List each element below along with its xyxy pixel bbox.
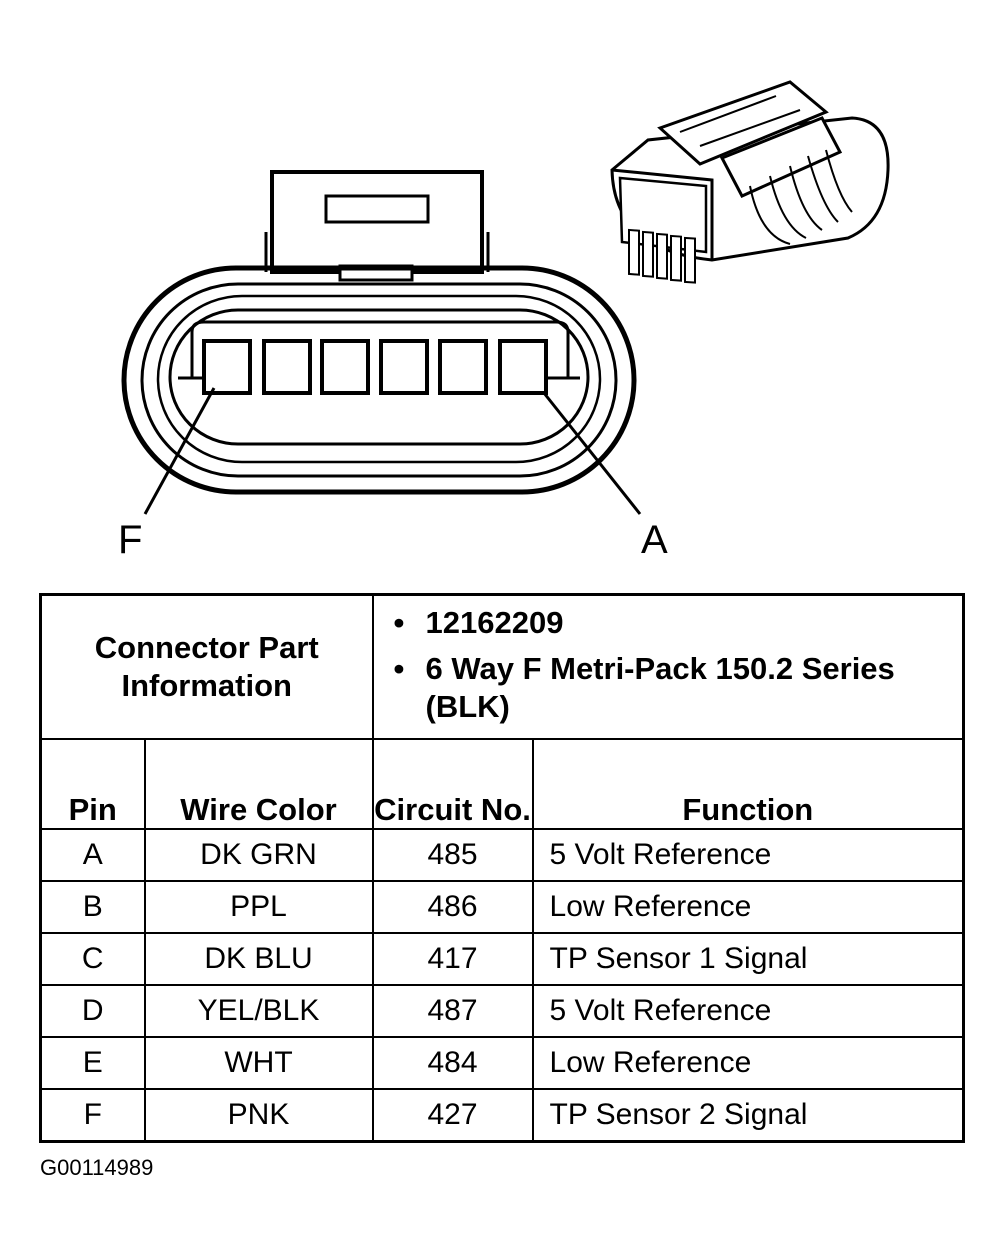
leader-lines xyxy=(143,387,642,515)
pin-callout-f: F xyxy=(118,518,143,562)
cell-pin: A xyxy=(39,828,146,882)
table-row: E WHT 484 Low Reference xyxy=(39,1036,965,1090)
pinout-table: Connector Part Information 12162209 6 Wa… xyxy=(39,593,966,1143)
cell-function: Low Reference xyxy=(531,880,965,934)
cell-circuit-no: 427 xyxy=(371,1088,534,1143)
pin-callout-a: A xyxy=(641,518,668,562)
figure-code: G00114989 xyxy=(40,1155,154,1180)
cell-pin: D xyxy=(39,984,146,1038)
terminal-cavity-a xyxy=(498,339,548,395)
connector-info-list: 12162209 6 Way F Metri-Pack 150.2 Series… xyxy=(371,593,965,740)
cell-wire-color: WHT xyxy=(143,1036,374,1090)
cell-function: Low Reference xyxy=(531,1036,965,1090)
connector-latch xyxy=(264,170,490,282)
cell-pin: E xyxy=(39,1036,146,1090)
connector-part-number: 12162209 xyxy=(394,604,963,642)
cell-pin: F xyxy=(39,1088,146,1143)
cell-wire-color: PNK xyxy=(143,1088,374,1143)
cell-wire-color: YEL/BLK xyxy=(143,984,374,1038)
terminal-cavity-c xyxy=(379,339,429,395)
cell-circuit-no: 486 xyxy=(371,880,534,934)
table-header-row: Pin Wire Color Circuit No. Function xyxy=(39,738,965,830)
cell-wire-color: PPL xyxy=(143,880,374,934)
cell-function: 5 Volt Reference xyxy=(531,984,965,1038)
cell-circuit-no: 484 xyxy=(371,1036,534,1090)
cell-circuit-no: 485 xyxy=(371,828,534,882)
terminal-cavity-f xyxy=(202,339,252,395)
header-circuit-no: Circuit No. xyxy=(371,738,534,830)
header-pin: Pin xyxy=(39,738,146,830)
connector-perspective-view xyxy=(610,80,890,284)
cell-function: TP Sensor 2 Signal xyxy=(531,1088,965,1143)
header-wire-color: Wire Color xyxy=(143,738,374,830)
cell-circuit-no: 417 xyxy=(371,932,534,986)
cell-pin: B xyxy=(39,880,146,934)
table-row: A DK GRN 485 5 Volt Reference xyxy=(39,828,965,882)
header-function: Function xyxy=(531,738,965,830)
connector-info-label: Connector Part Information xyxy=(39,593,374,740)
cell-wire-color: DK BLU xyxy=(143,932,374,986)
terminal-cavity-e xyxy=(262,339,312,395)
connector-description: 6 Way F Metri-Pack 150.2 Series (BLK) xyxy=(394,650,963,726)
table-row: F PNK 427 TP Sensor 2 Signal xyxy=(39,1088,965,1143)
connector-face-diagram xyxy=(121,80,890,515)
cell-circuit-no: 487 xyxy=(371,984,534,1038)
connector-housing xyxy=(121,265,637,495)
cell-function: 5 Volt Reference xyxy=(531,828,965,882)
table-row: B PPL 486 Low Reference xyxy=(39,880,965,934)
cell-function: TP Sensor 1 Signal xyxy=(531,932,965,986)
terminal-cavity-d xyxy=(320,339,370,395)
terminal-cavities xyxy=(202,339,548,395)
table-row: D YEL/BLK 487 5 Volt Reference xyxy=(39,984,965,1038)
cell-pin: C xyxy=(39,932,146,986)
cell-wire-color: DK GRN xyxy=(143,828,374,882)
connector-info-row: Connector Part Information 12162209 6 Wa… xyxy=(39,593,965,740)
table-row: C DK BLU 417 TP Sensor 1 Signal xyxy=(39,932,965,986)
terminal-cavity-b xyxy=(438,339,488,395)
